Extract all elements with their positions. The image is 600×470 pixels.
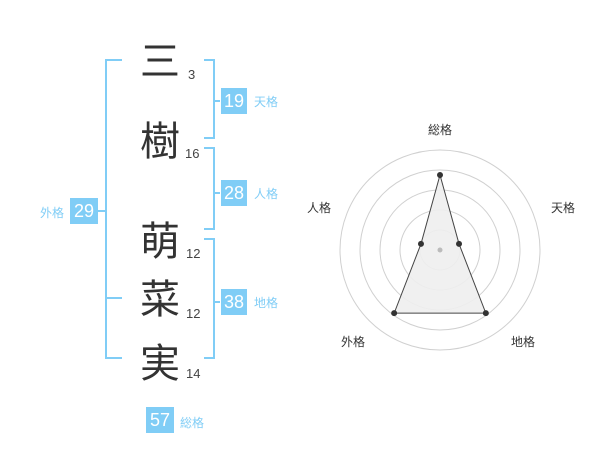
radar-points: [391, 172, 489, 317]
radar-ring: [359, 169, 521, 331]
radar-label-right: 天格: [551, 201, 576, 215]
chikaku-badge: 38: [221, 289, 247, 315]
stroke-count-1: 3: [188, 67, 196, 82]
name-char-5: 実: [140, 341, 180, 387]
radar-shape: [393, 173, 487, 314]
gaikaku-badge: 29: [70, 198, 98, 224]
name-char-3: 萌: [140, 219, 180, 265]
gaikaku-label: 外格: [40, 206, 65, 220]
jinkaku-label: 人格: [254, 187, 279, 201]
radar-point-bottom-left: [391, 310, 398, 317]
radar-label-left: 人格: [307, 201, 332, 215]
radar-label-bottom-left: 外格: [341, 335, 366, 349]
name-char-2: 樹: [140, 119, 180, 165]
radar-point-bottom-right: [482, 310, 489, 317]
gaikaku-bracket: [105, 59, 122, 359]
tenkaku-label: 天格: [254, 95, 279, 109]
jinkaku-badge: 28: [221, 180, 247, 206]
chikaku-bracket: [204, 238, 215, 359]
radar-point-top: [437, 172, 443, 178]
name-char-4: 菜: [140, 277, 180, 323]
soukaku-badge: 57: [146, 407, 174, 433]
radar-point-right: [456, 240, 463, 247]
tenkaku-badge: 19: [221, 88, 247, 114]
radar-center-dot: [437, 247, 443, 253]
jinkaku-bracket: [204, 147, 215, 230]
soukaku-label: 総格: [180, 416, 205, 430]
radar-label-top: 総格: [428, 123, 453, 137]
stroke-count-4: 12: [186, 306, 201, 321]
radar-label-bottom-right: 地格: [511, 335, 536, 349]
stroke-count-2: 16: [185, 146, 200, 161]
chikaku-label: 地格: [254, 296, 279, 310]
radar-ring: [339, 149, 541, 351]
stroke-count-5: 14: [186, 366, 201, 381]
tenkaku-bracket: [204, 59, 215, 139]
stroke-count-3: 12: [186, 246, 201, 261]
radar-point-left: [417, 240, 424, 247]
name-char-1: 三: [140, 39, 180, 85]
